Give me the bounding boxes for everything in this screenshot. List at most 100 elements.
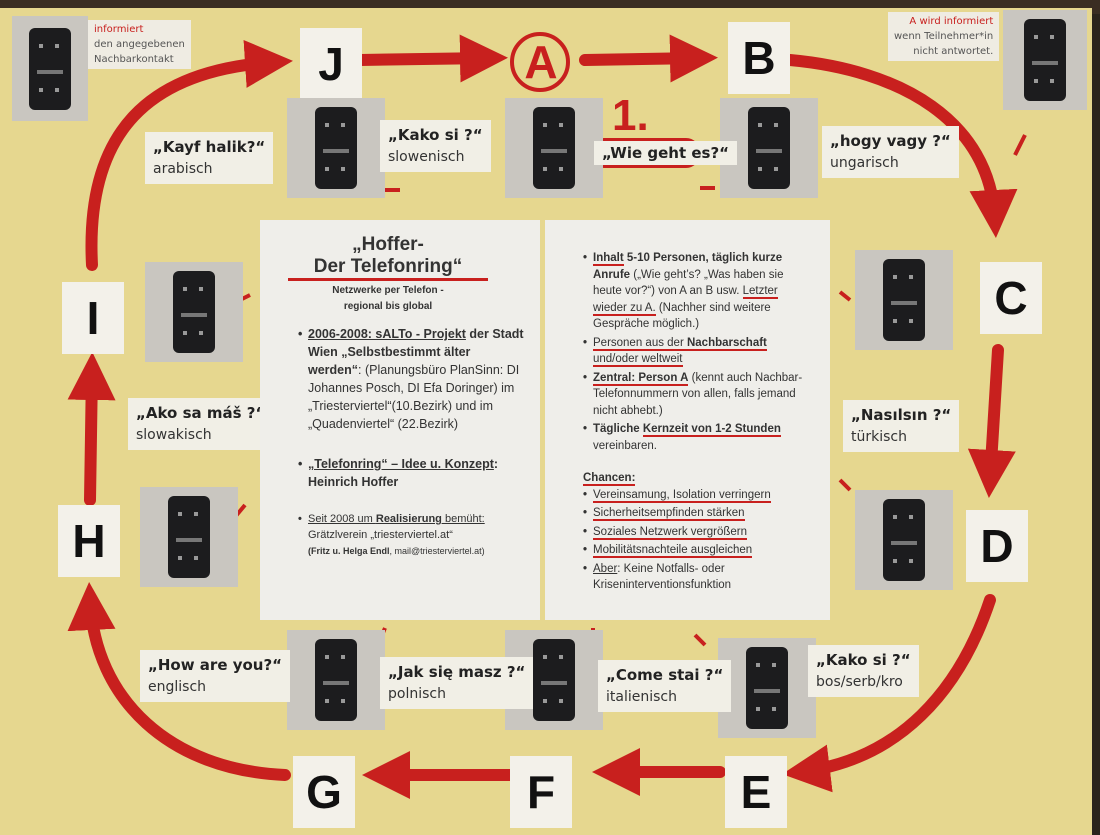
phrase-card-bosnian: „Kako si ?“ bos/serb/kro <box>808 645 919 697</box>
bullet-text: Nachbarschaft <box>686 336 767 351</box>
phrase: „hogy vagy ?“ <box>830 132 951 150</box>
phrase-card-polish: „Jak się masz ?“ polnisch <box>380 657 534 709</box>
language: arabisch <box>153 161 213 177</box>
info-sheet-left: „Hoffer- Der Telefonring“ Netzwerke per … <box>260 220 540 620</box>
phrase-card-arabic: „Kayf halik?“ arabisch <box>145 132 274 184</box>
bullet-text: Seit 2008 um <box>308 513 376 525</box>
info-sheet-right: Inhalt 5-10 Personen, täglich kurze Anru… <box>545 220 830 620</box>
arrow-d-e <box>782 594 996 793</box>
bullet-salto: 2006-2008: sALTo - Projekt der Stadt Wie… <box>298 325 524 433</box>
bullet-text: (kennt auch Nachbar-Telefonnummern von a… <box>593 371 803 417</box>
chance-item: Soziales Netzwerk vergrößern <box>583 524 812 541</box>
arrow-j-a <box>354 34 508 83</box>
arrow-a-b <box>579 34 718 83</box>
phrase-card-english: „How are you?“ englisch <box>140 650 291 702</box>
note-top-left: informiert den angegebenen Nachbarkontak… <box>88 20 191 69</box>
phrase: „Nasılsın ?“ <box>851 406 952 424</box>
note-line: wenn Teilnehmer*in <box>894 31 994 42</box>
bullet-text: „Telefonring“ – Idee u. Konzept <box>308 457 494 471</box>
arrow-i-j <box>85 39 293 271</box>
phone-photo <box>855 490 953 590</box>
bullet-text: und/oder weltweit <box>593 353 683 367</box>
bullet-kernzeit: Tägliche Kernzeit von 1-2 Stunden verein… <box>583 421 812 454</box>
bullet-text: , mail@triesterviertel.at) <box>389 546 485 556</box>
phone-photo <box>287 630 385 730</box>
bullet-zentral: Zentral: Person A (kennt auch Nachbar-Te… <box>583 370 812 420</box>
chance-item: Aber: Keine Notfalls- oder Kriseninterve… <box>583 561 812 594</box>
subtitle-line-1: Netzwerke per Telefon - <box>332 285 444 296</box>
arrow-b-c <box>784 54 1018 238</box>
letter-d: D <box>966 510 1028 582</box>
note-line: A wird informiert <box>909 16 994 27</box>
phrase-card-italian: „Come stai ?“ italienisch <box>598 660 732 712</box>
bullet-realisierung: Seit 2008 um Realisierung bemüht:Grätzlv… <box>298 511 524 559</box>
phrase-card-slovak: „Ako sa máš ?“ slowakisch <box>128 398 274 450</box>
bullet-text: : (Planungsbüro PlanSinn: DI Johannes Po… <box>308 363 520 431</box>
phrase: „How are you?“ <box>148 656 283 674</box>
step-number: 1. <box>612 91 649 140</box>
phrase: „Kako si ?“ <box>388 126 483 144</box>
letter-h: H <box>58 505 120 577</box>
language: italienisch <box>606 689 677 705</box>
language: slowakisch <box>136 427 212 443</box>
bullet-text: : Heinrich Hoffer <box>308 457 499 489</box>
letter-i: I <box>62 282 124 354</box>
bullet-text: Zentral: Person A <box>593 371 689 386</box>
bullet-text: Grätzlverein „triesterviertel.at“ <box>308 529 453 541</box>
note-line: nicht antwortet. <box>913 46 994 57</box>
phrase: „Kako si ?“ <box>816 651 911 669</box>
letter-g: G <box>293 756 355 828</box>
letter-b: B <box>728 22 790 94</box>
letter-a: A <box>524 36 558 88</box>
bullet-text: Vereinsamung, Isolation verringern <box>593 488 771 503</box>
phone-photo <box>505 98 603 198</box>
phone-photo <box>1003 10 1087 110</box>
phrase: „Ako sa máš ?“ <box>136 404 266 422</box>
bullet-text: („Wie geht’s? „Was haben sie heute vor?“… <box>593 268 784 298</box>
language: bos/serb/kro <box>816 674 903 690</box>
title-line-2: Der Telefonring“ <box>288 256 488 281</box>
note-line: informiert <box>94 24 144 35</box>
phone-photo <box>287 98 385 198</box>
bullet-text: Tägliche <box>593 423 643 435</box>
bullet-text: Kernzeit von 1-2 Stunden <box>642 423 781 437</box>
letter-c: C <box>980 262 1042 334</box>
bullet-text: der Stadt Wien „Selbstbestimmt älter wer… <box>308 327 524 377</box>
phone-photo <box>145 262 243 362</box>
bullet-text: (Fritz u. Helga Endl <box>308 546 390 556</box>
bullet-text: Inhalt <box>593 252 624 266</box>
bullet-text: Sicherheitsempfinden stärken <box>593 507 745 521</box>
phrase: „Kayf halik?“ <box>153 138 266 156</box>
bullet-text: bemüht: <box>441 513 485 525</box>
chance-item: Sicherheitsempfinden stärken <box>583 505 812 522</box>
chance-item: Mobilitätsnachteile ausgleichen <box>583 542 812 559</box>
language: polnisch <box>388 686 446 702</box>
phone-photo <box>505 630 603 730</box>
phone-photo <box>140 487 238 587</box>
phrase-card-german: „Wie geht es?“ <box>594 141 738 165</box>
bullet-text: (Nachher sind weitere Gespräche möglich.… <box>593 301 771 331</box>
arrow-g-h <box>67 582 291 781</box>
chancen-heading: Chancen: <box>583 472 636 486</box>
arrow-h-i <box>67 352 116 506</box>
chance-item: Vereinsamung, Isolation verringern <box>583 487 812 504</box>
note-line: Nachbarkontakt <box>94 54 174 65</box>
bullet-text: Letzter wieder zu A. <box>593 285 778 316</box>
phone-photo <box>855 250 953 350</box>
arrow-c-d <box>967 344 1016 498</box>
phrase-card-turkish: „Nasılsın ?“türkisch <box>843 400 960 452</box>
title-line-1: „Hoffer- <box>352 234 424 255</box>
letter-e: E <box>725 756 787 828</box>
phone-photo <box>720 98 818 198</box>
letter-j: J <box>300 28 362 100</box>
language: englisch <box>148 679 207 695</box>
language: slowenisch <box>388 149 465 165</box>
bullet-text: Mobilitätsnachteile ausgleichen <box>593 544 753 558</box>
phrase: „Jak się masz ?“ <box>388 663 526 681</box>
letter-f: F <box>510 756 572 828</box>
bullet-personen: Personen aus der Nachbarschaft und/oder … <box>583 335 812 368</box>
bullet-text: 2006-2008: sALTo - Projekt <box>308 327 466 341</box>
phrase: „Come stai ?“ <box>606 666 724 684</box>
phone-photo <box>718 638 816 738</box>
phrase: „Wie geht es?“ <box>602 144 730 162</box>
